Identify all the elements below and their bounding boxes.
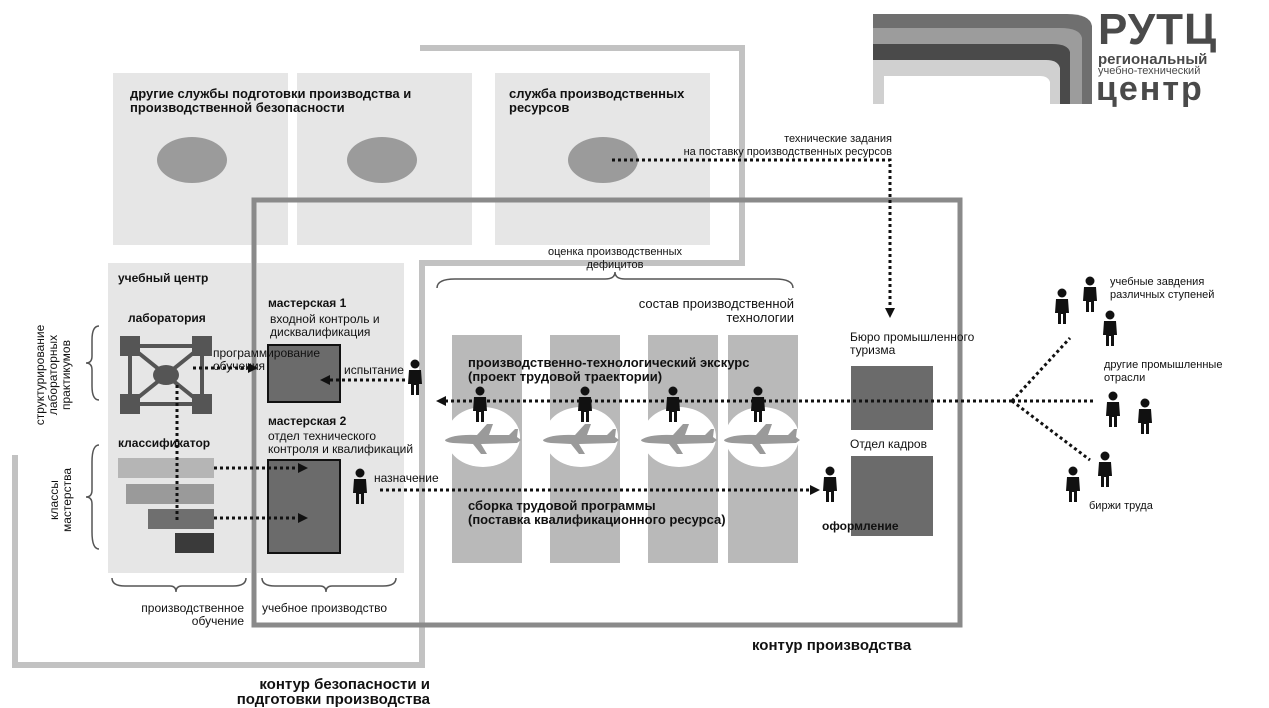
plane-icon: [641, 407, 717, 467]
registration-label: оформление: [822, 519, 899, 533]
excursion-label: производственно-технологический экскурс …: [468, 355, 750, 384]
circle-service-2: [347, 137, 417, 183]
assignment-label: назначение: [374, 471, 439, 485]
production-training-label: производственное обучение: [141, 601, 244, 628]
deficit-assessment-label: оценка производственных дефицитов: [547, 246, 683, 271]
mastery-classes-side-label: классы мастерства: [47, 467, 74, 533]
workshop-1-subtitle: входной контроль и дисквалификация: [270, 312, 380, 339]
logo-line-3: центр: [1096, 70, 1204, 108]
tech-composition-label: состав производственной технологии: [638, 296, 794, 325]
contour-production-label: контур производства: [752, 637, 912, 654]
hr-department-label: Отдел кадров: [850, 437, 927, 451]
resources-service-label: служба производственных ресурсов: [509, 86, 685, 115]
laboratory-nodes: [120, 336, 212, 414]
circle-service-3: [568, 137, 638, 183]
contour-safety-line: [12, 45, 745, 668]
exchanges-label: биржи труда: [1089, 500, 1153, 512]
programming-label: программирование обучения: [213, 346, 321, 373]
brackets: [85, 271, 794, 593]
workshop-2-title: мастерская 2: [268, 414, 347, 428]
arrow-heads: [248, 308, 895, 523]
training-production-label: учебное производство: [262, 601, 388, 615]
other-services-label: другие службы подготовки производства и …: [130, 86, 412, 115]
dotted-connectors: [175, 158, 1096, 520]
hr-department-box: [851, 456, 933, 536]
workshop-2-subtitle: отдел технического контроля и квалификац…: [268, 429, 414, 456]
tourism-bureau-label: Бюро промышленного туризма: [850, 330, 975, 357]
logo-title: РУТЦ: [1098, 5, 1218, 54]
workshop-2-box: [267, 459, 341, 554]
contour-production-line: [251, 197, 963, 628]
training-center-title: учебный центр: [118, 271, 209, 285]
logo-line-2: учебно-технический: [1098, 65, 1201, 77]
rutc-logo-icon: [873, 14, 1092, 104]
workshop-1-box: [267, 344, 341, 403]
testing-label: испытание: [344, 363, 404, 377]
logo-line-1: региональный: [1098, 51, 1208, 68]
contour-safety-label: контур безопасности и подготовки произво…: [236, 676, 430, 708]
lab-practicum-side-label: структурирование лабораторных практикумо…: [33, 324, 73, 426]
schools-label: учебные завдения различных ступеней: [1110, 276, 1215, 301]
classifier-bars: [118, 458, 214, 553]
tech-tasks-label: технические задания на поставку производ…: [683, 133, 892, 158]
workshop-1-title: мастерская 1: [268, 296, 347, 310]
plane-icon: [724, 407, 800, 467]
circle-service-1: [157, 137, 227, 183]
classifier-label: классификатор: [118, 436, 211, 450]
industries-label: другие промышленные отрасли: [1104, 359, 1223, 384]
plane-icon: [445, 407, 521, 467]
assembly-label: сборка трудовой программы (поставка квал…: [468, 498, 726, 527]
plane-icon: [543, 407, 619, 467]
tourism-bureau-box: [851, 366, 933, 430]
laboratory-label: лаборатория: [128, 311, 206, 325]
